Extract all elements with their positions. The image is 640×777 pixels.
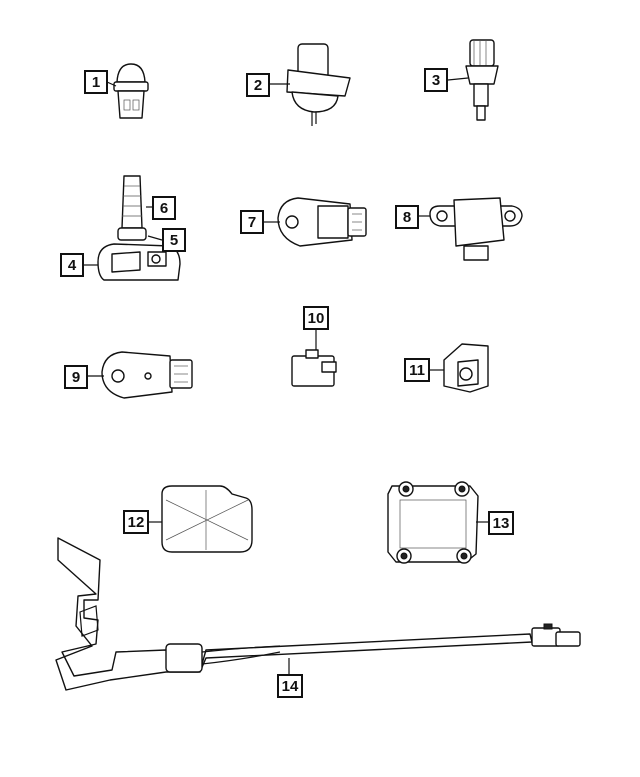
part-10-module [291,328,337,387]
part-14-sensor-mat-harness [55,537,581,691]
callout-12: 12 [123,510,149,534]
part-3-sensor [447,39,499,121]
callout-8: 8 [395,205,419,229]
part-1-sensor [106,63,149,119]
callout-13: 13 [488,511,514,535]
callout-6: 6 [152,196,176,220]
callout-2: 2 [246,73,270,97]
callout-14: 14 [277,674,303,698]
part-4-5-6-tpms-sensor [84,175,181,281]
callout-3: 3 [424,68,448,92]
part-2-sensor [270,43,351,126]
callout-5: 5 [162,228,186,252]
part-8-sensor [418,197,523,261]
part-9-impact-sensor [86,351,193,399]
callout-1: 1 [84,70,108,94]
part-7-impact-sensor [264,197,367,247]
callout-11: 11 [404,358,430,382]
part-13-module [387,481,490,564]
callout-9: 9 [64,365,88,389]
part-12-pad-sensor [148,485,253,553]
callout-4: 4 [60,253,84,277]
callout-10: 10 [303,306,329,330]
callout-7: 7 [240,210,264,234]
part-11-connector [428,343,489,393]
